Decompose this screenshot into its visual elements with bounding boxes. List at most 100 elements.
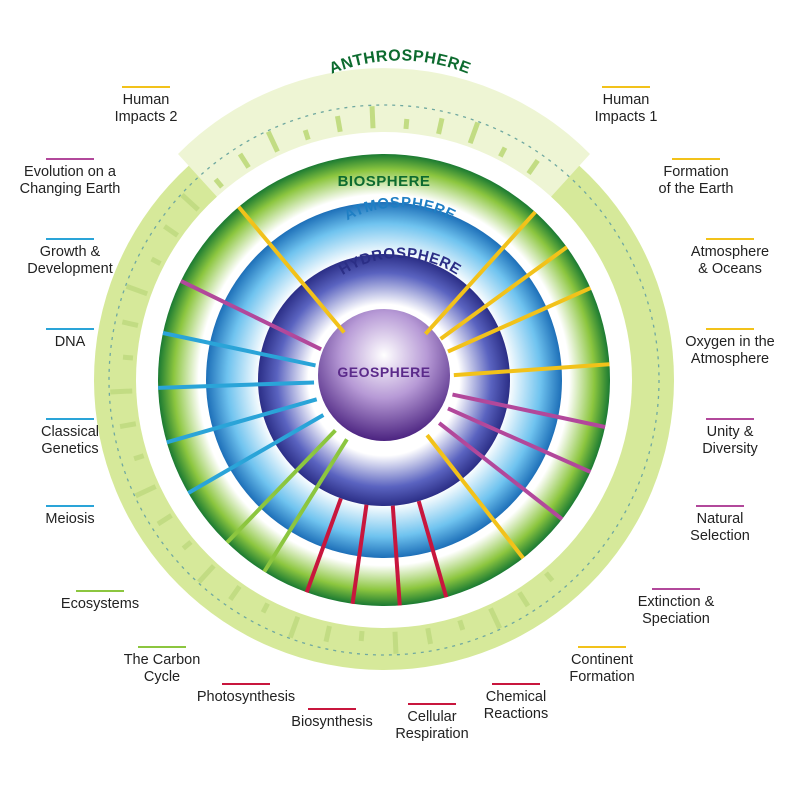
category-bar — [138, 646, 186, 648]
geosphere-core — [318, 309, 450, 441]
topic-text: Growth & Development — [27, 244, 113, 277]
city-silhouette — [260, 602, 270, 614]
city-silhouette — [488, 607, 503, 630]
topic-text: Formation of the Earth — [658, 164, 734, 197]
city-silhouette — [180, 193, 200, 212]
category-bar — [672, 158, 720, 160]
topic-text: Unity & Diversity — [702, 424, 758, 457]
city-silhouette — [150, 256, 162, 266]
city-silhouette — [181, 540, 193, 551]
category-bar — [578, 646, 626, 648]
city-silhouette — [119, 421, 137, 429]
topic-text: Photosynthesis — [196, 689, 296, 705]
connector-2 — [447, 286, 592, 354]
city-silhouette — [163, 224, 180, 238]
topic-label-5: Natural Selection — [650, 505, 790, 545]
topic-label-13: Ecosystems — [30, 590, 170, 613]
connector-1 — [439, 245, 569, 341]
city-silhouette — [265, 130, 280, 153]
category-bar — [602, 86, 650, 88]
city-silhouette — [110, 388, 133, 395]
topic-text: Biosynthesis — [291, 714, 373, 730]
city-silhouette — [213, 177, 224, 189]
city-silhouette — [122, 354, 134, 361]
connector-5 — [447, 406, 592, 474]
topic-label-15: Classical Genetics — [0, 418, 140, 458]
connector-3 — [453, 362, 610, 378]
category-bar — [706, 328, 754, 330]
city-silhouette — [358, 630, 365, 642]
city-silhouette — [134, 484, 157, 499]
connector-8 — [416, 500, 449, 598]
connector-9 — [390, 505, 402, 606]
topic-text: Evolution on a Changing Earth — [19, 164, 121, 197]
topic-label-16: DNA — [0, 328, 140, 351]
category-bar — [706, 418, 754, 420]
city-silhouette — [237, 152, 251, 169]
city-silhouette — [498, 146, 508, 158]
category-bar — [408, 703, 456, 705]
connector-13 — [225, 428, 337, 544]
topic-text: Continent Formation — [569, 652, 635, 685]
topic-text: Natural Selection — [690, 511, 750, 544]
city-silhouette — [436, 117, 445, 135]
connector-12 — [262, 438, 349, 573]
city-silhouette — [403, 118, 410, 130]
connector-0 — [423, 210, 537, 336]
topic-text: Extinction & Speciation — [637, 594, 715, 627]
topic-label-7: Continent Formation — [532, 646, 672, 686]
city-silhouette — [197, 564, 216, 584]
topic-text: Classical Genetics — [40, 424, 99, 457]
connector-14 — [187, 413, 325, 495]
topic-label-12: The Carbon Cycle — [92, 646, 232, 686]
city-silhouette — [457, 619, 466, 631]
category-bar — [706, 238, 754, 240]
connector-17 — [162, 331, 316, 368]
topic-text: Chemical Reactions — [483, 689, 549, 722]
geosphere-title: GEOSPHERE — [337, 364, 430, 380]
topic-text: Human Impacts 1 — [594, 92, 658, 125]
category-bar — [76, 590, 124, 592]
connector-18 — [179, 279, 322, 352]
category-bar — [222, 683, 270, 685]
connector-7 — [425, 433, 525, 560]
topic-label-19: Human Impacts 2 — [76, 86, 216, 126]
city-silhouette — [544, 571, 555, 583]
topic-label-8: Chemical Reactions — [446, 683, 586, 723]
topic-text: Atmosphere & Oceans — [690, 244, 770, 277]
category-bar — [492, 683, 540, 685]
city-silhouette — [287, 615, 301, 639]
topic-connectors — [158, 205, 610, 606]
category-bar — [696, 505, 744, 507]
topic-label-18: Evolution on a Changing Earth — [0, 158, 140, 198]
connector-10 — [350, 504, 369, 605]
topic-label-11: Photosynthesis — [176, 683, 316, 706]
city-silhouette — [121, 319, 139, 328]
city-silhouette — [125, 283, 149, 297]
city-silhouette — [133, 453, 145, 462]
topic-text: Oxygen in the Atmosphere — [685, 334, 775, 367]
topic-label-4: Unity & Diversity — [660, 418, 800, 458]
city-silhouette — [526, 159, 540, 176]
topic-label-2: Atmosphere & Oceans — [660, 238, 800, 278]
connector-15 — [166, 397, 318, 445]
city-silhouette — [228, 584, 242, 601]
topic-text: DNA — [54, 334, 86, 350]
city-silhouette — [323, 625, 332, 643]
biosphere-title: BIOSPHERE — [338, 173, 431, 190]
category-bar — [46, 158, 94, 160]
connector-6 — [437, 421, 564, 521]
topic-label-0: Human Impacts 1 — [556, 86, 696, 126]
category-bar — [652, 588, 700, 590]
city-silhouette — [392, 631, 399, 654]
category-bar — [122, 86, 170, 88]
topic-label-6: Extinction & Speciation — [606, 588, 746, 628]
city-silhouette — [302, 129, 311, 141]
connector-4 — [452, 392, 606, 429]
city-silhouette — [156, 513, 173, 527]
connector-11 — [304, 497, 343, 594]
topic-label-1: Formation of the Earth — [626, 158, 766, 198]
category-bar — [46, 328, 94, 330]
category-bar — [46, 505, 94, 507]
